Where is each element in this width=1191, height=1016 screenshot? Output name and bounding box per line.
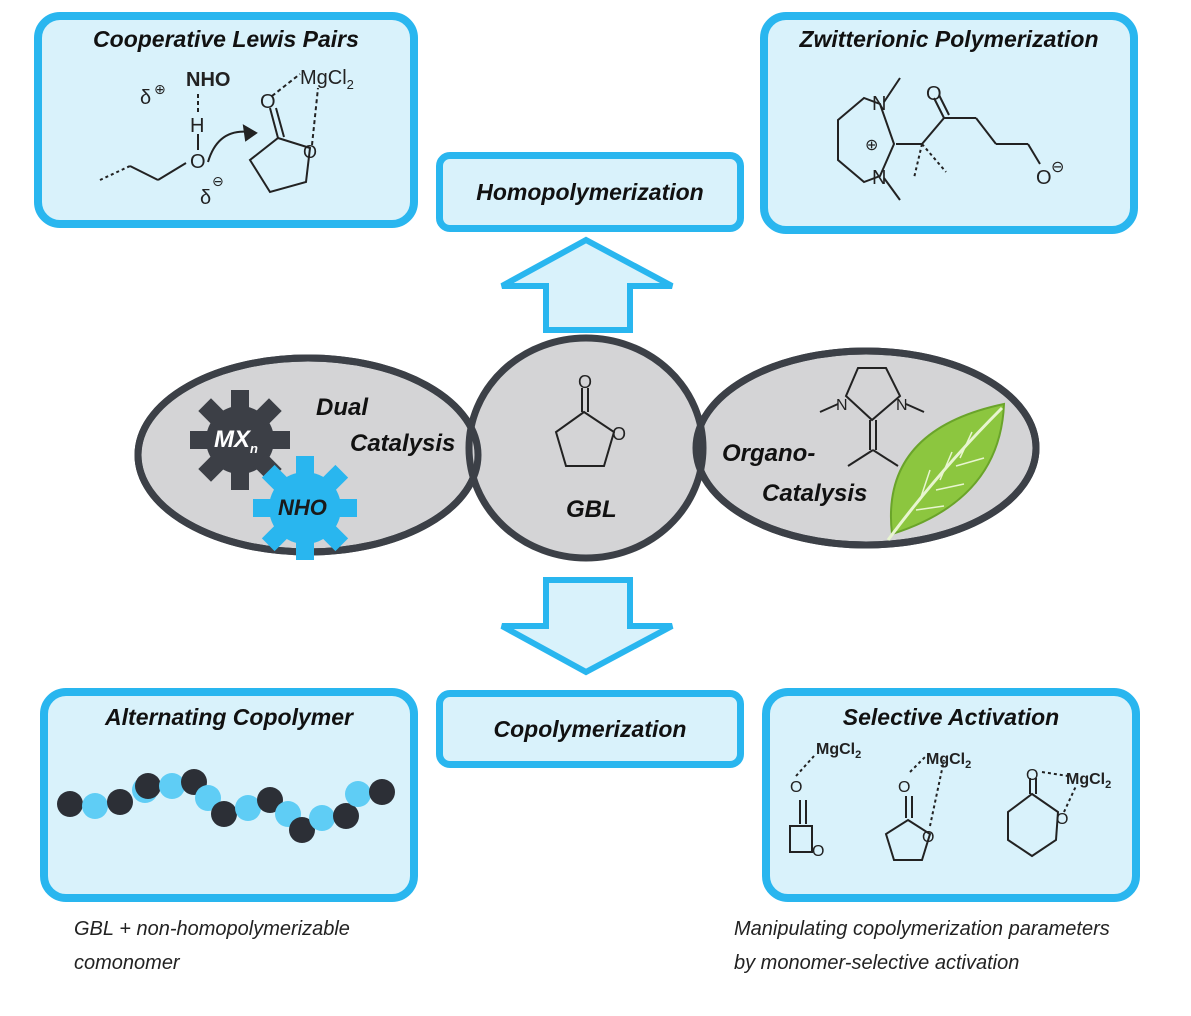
caption-right-line1: Manipulating copolymerization parameters (734, 918, 1110, 940)
copolymerization-label: Copolymerization (436, 690, 744, 768)
caption-left-line1: GBL + non-homopolymerizable (74, 918, 350, 940)
alternating-copolymer-caption: GBL + non-homopolymerizable comonomer (74, 912, 350, 980)
gbl-label: GBL (566, 496, 617, 523)
caption-left-line2: comonomer (74, 952, 180, 974)
gbl-structure (554, 388, 616, 467)
cooperative-lewis-pairs-box: Cooperative Lewis Pairs (34, 12, 418, 228)
caption-right-line2: by monomer-selective activation (734, 952, 1020, 974)
zwitterionic-polymerization-box: Zwitterionic Polymerization (760, 12, 1138, 234)
catalysis-label-right: Catalysis (762, 480, 868, 507)
nho-organocatalyst-structure (819, 367, 925, 467)
selective-activation-title: Selective Activation (842, 704, 1060, 730)
leaf-icon (886, 402, 1006, 541)
selective-activation-box: Selective Activation (762, 688, 1140, 902)
cooperative-lewis-pairs-title: Cooperative Lewis Pairs (93, 26, 359, 52)
selective-activation-caption: Manipulating copolymerization parameters… (734, 912, 1110, 980)
mx-gear-label: MXn (214, 426, 258, 456)
svg-text:N: N (896, 397, 908, 414)
svg-text:O: O (578, 372, 592, 392)
homopolymerization-label: Homopolymerization (436, 152, 744, 232)
svg-text:O: O (612, 424, 626, 444)
svg-text:N: N (836, 397, 848, 414)
alternating-copolymer-title: Alternating Copolymer (105, 704, 353, 730)
catalysis-label-left: Catalysis (350, 430, 456, 457)
organo-label: Organo- (722, 440, 816, 467)
zwitterionic-polymerization-title: Zwitterionic Polymerization (799, 26, 1099, 52)
nho-gear-label: NHO (278, 495, 327, 520)
dual-label: Dual (316, 394, 369, 421)
alternating-copolymer-box: Alternating Copolymer (40, 688, 418, 902)
